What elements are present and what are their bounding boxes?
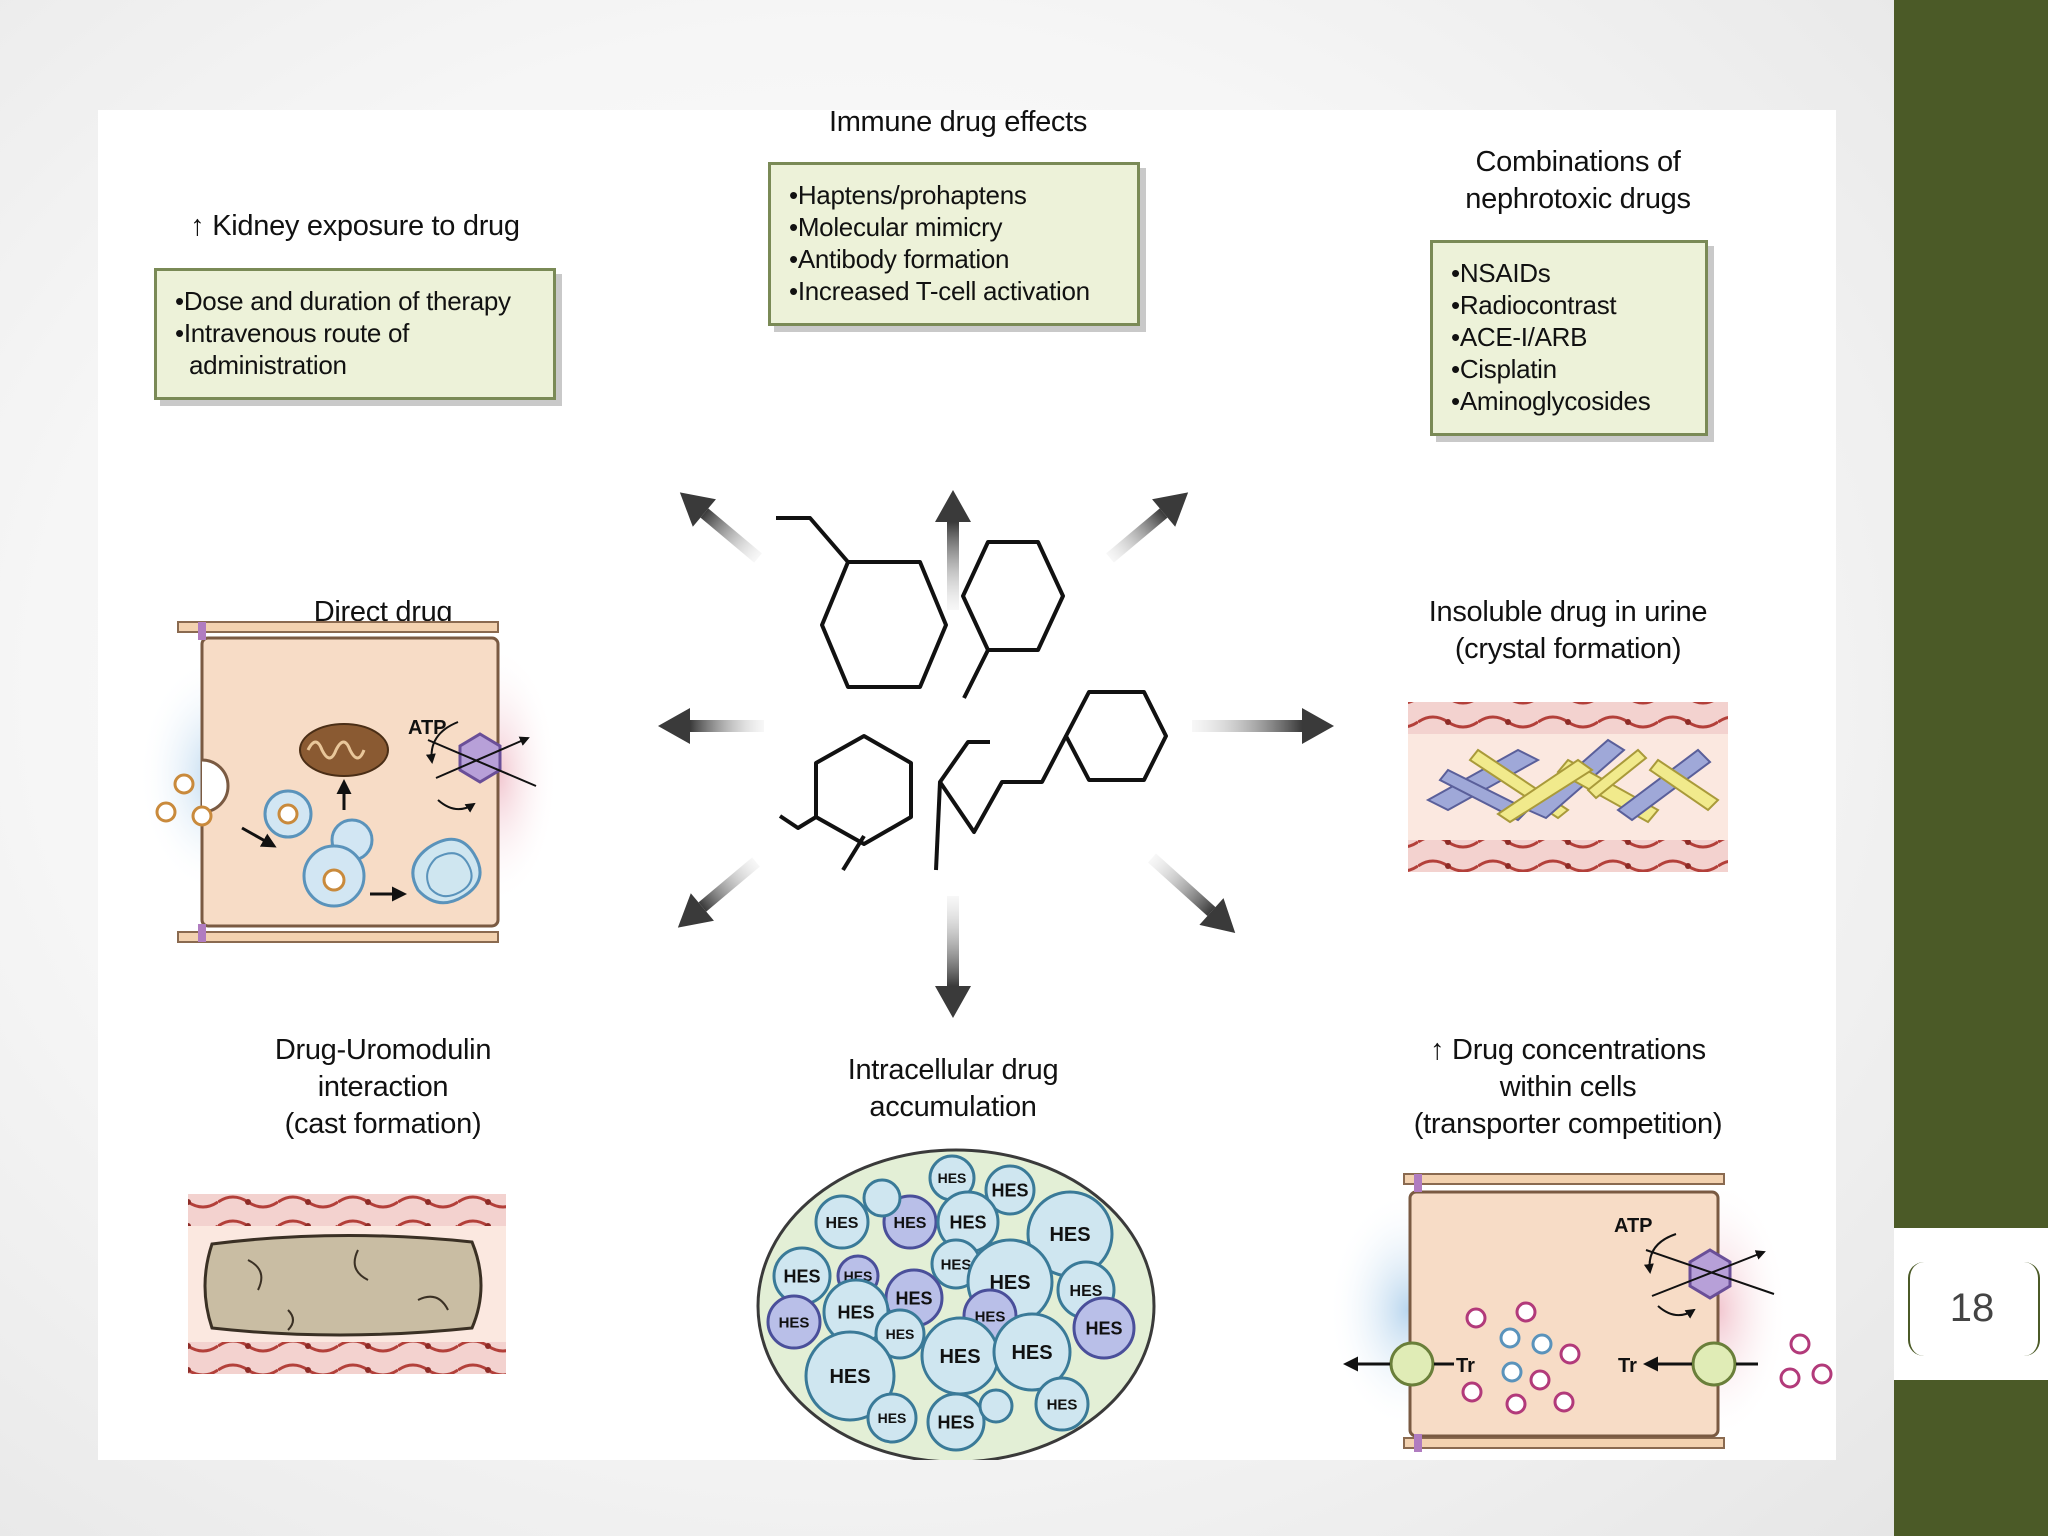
hes-label: HES: [1070, 1283, 1103, 1300]
hes-label: HES: [941, 1256, 972, 1273]
direct-nephrotoxicity-cell: ATP: [138, 621, 558, 943]
crystal-vessel: [1408, 702, 1728, 872]
hes-vacuole: [862, 1178, 902, 1218]
hes-label: HES: [779, 1314, 810, 1331]
list-item: Radiocontrast: [1451, 289, 1687, 321]
arrow-left: [658, 708, 764, 744]
hes-label: HES: [837, 1302, 874, 1322]
hes-label: HES: [894, 1215, 927, 1232]
drug-molecule-structures: [776, 516, 1168, 872]
title-immune-effects: Immune drug effects: [828, 106, 1088, 138]
list-item: Dose and duration of therapy: [175, 285, 535, 317]
hes-label: HES: [783, 1266, 820, 1286]
diagram-graphics: ATP: [138, 490, 1833, 1460]
atp-label: ATP: [1614, 1215, 1653, 1237]
hes-vacuole: [804, 1330, 896, 1422]
hes-vacuole: [766, 1294, 822, 1350]
hes-vacuole: [1072, 1296, 1136, 1360]
hes-label: HES: [975, 1308, 1006, 1325]
hes-vacuole: [814, 1194, 870, 1250]
transporter-label: Tr: [1456, 1355, 1475, 1377]
list-item: Molecular mimicry: [789, 211, 1119, 243]
arrow-up-left: [679, 492, 762, 563]
list-item: NSAIDs: [1451, 257, 1687, 289]
page-number: 18: [1949, 1286, 1995, 1330]
arrow-right: [1192, 708, 1334, 744]
atp-label: ATP: [408, 717, 447, 739]
hes-vacuole: [874, 1308, 926, 1360]
list-item: Intravenous route of administration: [175, 317, 535, 381]
title-uromodulin: Drug-Uromodulin interaction (cast format…: [274, 1034, 492, 1140]
list-item: Increased T-cell activation: [789, 275, 1119, 307]
title-intracellular: Intracellular drug accumulation: [847, 1054, 1059, 1123]
list-item: Haptens/prohaptens: [789, 179, 1119, 211]
hes-label: HES: [1047, 1396, 1078, 1413]
page-number-brace: [1908, 1262, 2040, 1356]
arrow-up: [935, 490, 971, 610]
arrow-down-right: [1147, 853, 1236, 933]
hes-label: HES: [878, 1410, 907, 1426]
list-item: Antibody formation: [789, 243, 1119, 275]
hes-label: HES: [939, 1346, 980, 1368]
hes-label: HES: [886, 1326, 915, 1342]
hes-vacuole: [992, 1312, 1072, 1392]
hes-vacuole: [1034, 1376, 1090, 1432]
hes-label: HES: [1011, 1342, 1052, 1364]
title-combinations: Combinations of nephrotoxic drugs: [1465, 146, 1691, 215]
hes-label: HES: [895, 1288, 932, 1308]
hes-vacuole: [866, 1392, 918, 1444]
arrow-down: [935, 896, 971, 1018]
list-item: ACE-I/ARB: [1451, 321, 1687, 353]
list-item: Cisplatin: [1451, 353, 1687, 385]
slide: ↑ Kidney exposure to drug Immune drug ef…: [0, 0, 1894, 1536]
hes-label: HES: [938, 1170, 967, 1186]
hes-vacuole: [978, 1388, 1014, 1424]
transporter-label: Tr: [1618, 1355, 1637, 1377]
list-item: Aminoglycosides: [1451, 385, 1687, 417]
title-drug-concentrations: ↑ Drug concentrations within cells (tran…: [1413, 1034, 1723, 1140]
hes-label: HES: [1049, 1224, 1090, 1246]
arrow-up-right: [1106, 492, 1189, 563]
transporter-cell: Tr Tr ATP: [1328, 1173, 1833, 1452]
box-immune-effects: Haptens/prohaptens Molecular mimicry Ant…: [768, 162, 1140, 326]
hes-label: HES: [937, 1412, 974, 1432]
arrow-down-left: [677, 857, 760, 928]
box-kidney-exposure: Dose and duration of therapy Intravenous…: [154, 268, 556, 400]
cast-vessel: [188, 1194, 506, 1374]
hes-label: HES: [826, 1215, 859, 1232]
title-kidney-exposure: ↑ Kidney exposure to drug: [190, 210, 520, 242]
hes-label: HES: [829, 1366, 870, 1388]
hes-vacuole: [984, 1164, 1036, 1216]
hes-label: HES: [949, 1212, 986, 1232]
hes-vacuole: [926, 1392, 986, 1452]
hes-label: HES: [991, 1180, 1028, 1200]
hes-label: HES: [989, 1272, 1030, 1294]
box-combinations: NSAIDs Radiocontrast ACE-I/ARB Cisplatin…: [1430, 240, 1708, 436]
hes-label: HES: [1085, 1318, 1122, 1338]
figure-panel: ↑ Kidney exposure to drug Immune drug ef…: [98, 106, 1836, 1460]
title-insoluble-drug: Insoluble drug in urine (crystal formati…: [1428, 596, 1708, 665]
